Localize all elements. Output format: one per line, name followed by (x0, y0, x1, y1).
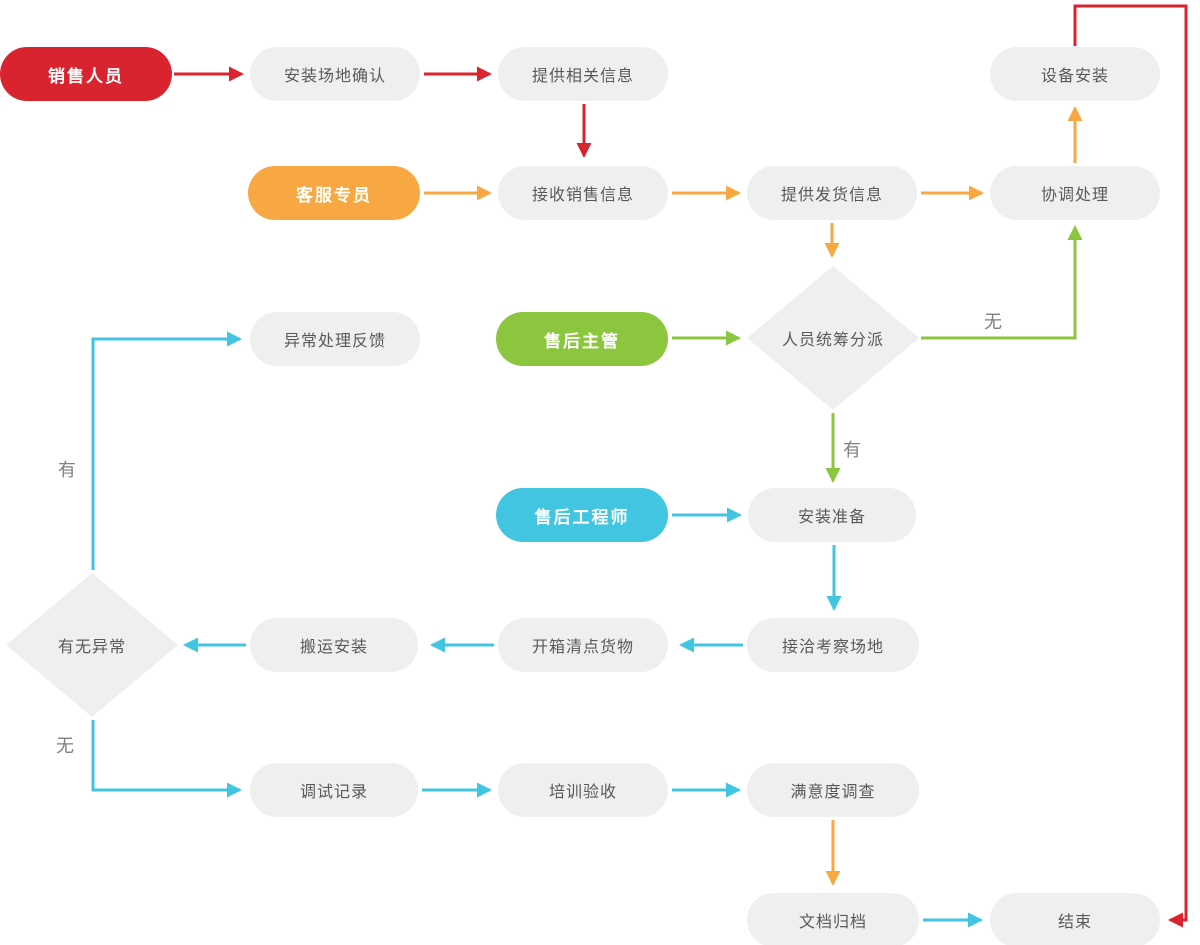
edge-label-dispatch-yes: 有 (843, 440, 862, 460)
edge-exception-no-to-debug-record (91, 720, 242, 798)
edge-equipment-install-to-end (1073, 4, 1188, 928)
role-pill-engineer: 售后工程师 (496, 488, 668, 542)
step-site-confirm: 安装场地确认 (250, 47, 420, 101)
step-exception-feedback: 异常处理反馈 (250, 312, 420, 366)
step-move-install: 搬运安装 (250, 618, 418, 672)
step-equipment-install: 设备安装 (990, 47, 1160, 101)
role-pill-aftersales-manager: 售后主管 (496, 312, 668, 366)
edge-label-dispatch-no: 无 (984, 312, 1003, 332)
edge-label-exception-no: 无 (56, 736, 75, 756)
step-provide-shipping-info: 提供发货信息 (747, 166, 917, 220)
step-doc-archive: 文档归档 (747, 893, 919, 945)
role-pill-sales: 销售人员 (0, 47, 172, 101)
step-debug-record: 调试记录 (250, 763, 418, 817)
edge-dispatch-no-to-coordinate (921, 225, 1083, 340)
step-provide-info: 提供相关信息 (498, 47, 668, 101)
step-satisfaction-survey: 满意度调查 (747, 763, 919, 817)
step-coordinate: 协调处理 (990, 166, 1160, 220)
step-unbox-check: 开箱清点货物 (498, 618, 668, 672)
role-pill-service: 客服专员 (248, 166, 420, 220)
edge-exception-yes-to-feedback (91, 331, 242, 570)
step-end: 结束 (990, 893, 1160, 945)
step-training-accept: 培训验收 (498, 763, 668, 817)
edge-label-exception-yes: 有 (58, 460, 77, 480)
step-install-prep: 安装准备 (748, 488, 916, 542)
step-site-visit: 接洽考察场地 (747, 618, 919, 672)
step-receive-sales-info: 接收销售信息 (498, 166, 668, 220)
